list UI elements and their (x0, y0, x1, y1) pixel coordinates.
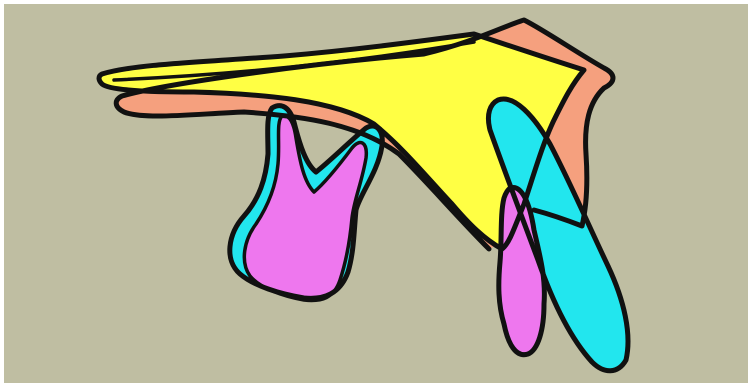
sketch-svg (4, 4, 748, 383)
drawing-canvas (4, 4, 748, 383)
